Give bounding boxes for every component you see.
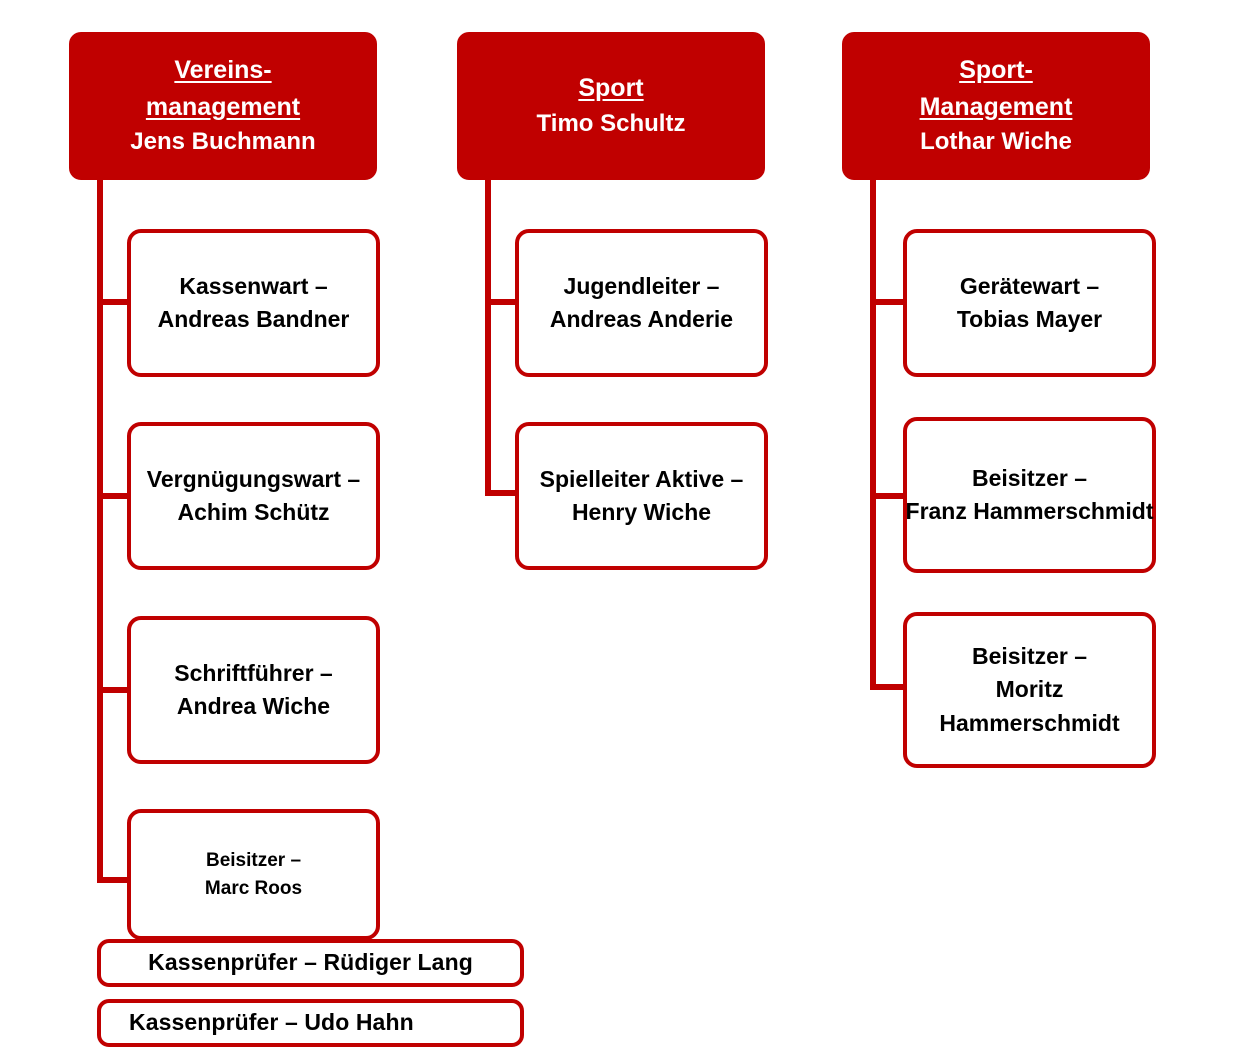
- node-line: Spielleiter Aktive –: [539, 465, 744, 492]
- connector-stub-vereinsmanagement-4: [97, 877, 129, 883]
- header-person: Jens Buchmann: [130, 127, 316, 155]
- node-line: Moritz: [995, 676, 1064, 703]
- header-title: Sport- Management: [919, 56, 1073, 121]
- connector-stub-sport-management-3: [870, 684, 905, 690]
- node-kassenpruefer-udo-hahn[interactable]: Kassenprüfer – Udo Hahn: [97, 999, 524, 1047]
- node-line: Beisitzer –: [205, 849, 302, 871]
- node-beisitzer-moritz-hammerschmidt[interactable]: Beisitzer – Moritz Hammerschmidt: [903, 612, 1156, 768]
- node-schriftfuehrer[interactable]: Schriftführer – Andrea Wiche: [127, 616, 380, 764]
- node-line: Marc Roos: [204, 877, 303, 899]
- node-line: Schriftführer –: [174, 659, 333, 686]
- node-line: Tobias Mayer: [956, 306, 1103, 332]
- connector-trunk-sport-management: [870, 180, 876, 690]
- node-line: Franz Hammerschmidt: [905, 498, 1154, 524]
- node-line: Gerätewart –: [959, 272, 1100, 299]
- node-kassenwart[interactable]: Kassenwart – Andreas Bandner: [127, 229, 380, 377]
- node-line: Kassenwart –: [179, 272, 328, 299]
- header-node-sport[interactable]: Sport Timo Schultz: [457, 32, 765, 180]
- header-person: Timo Schultz: [536, 109, 686, 137]
- header-title: Sport: [578, 74, 644, 103]
- node-beisitzer-franz-hammerschmidt[interactable]: Beisitzer – Franz Hammerschmidt: [903, 417, 1156, 573]
- node-beisitzer-marc-roos[interactable]: Beisitzer – Marc Roos: [127, 809, 380, 940]
- connector-stub-vereinsmanagement-1: [97, 299, 129, 305]
- node-line: Achim Schütz: [177, 499, 330, 525]
- node-geraetewart[interactable]: Gerätewart – Tobias Mayer: [903, 229, 1156, 377]
- connector-stub-vereinsmanagement-2: [97, 493, 129, 499]
- connector-stub-sport-1: [485, 299, 517, 305]
- connector-stub-sport-2: [485, 490, 517, 496]
- header-node-vereinsmanagement[interactable]: Vereins- management Jens Buchmann: [69, 32, 377, 180]
- connector-trunk-vereinsmanagement: [97, 180, 103, 883]
- node-line: Henry Wiche: [571, 499, 712, 525]
- header-title: Vereins- management: [145, 56, 301, 121]
- node-line: Andrea Wiche: [176, 693, 331, 719]
- node-line: Beisitzer –: [971, 464, 1088, 491]
- header-node-sport-management[interactable]: Sport- Management Lothar Wiche: [842, 32, 1150, 180]
- node-vergnuegungswart[interactable]: Vergnügungswart – Achim Schütz: [127, 422, 380, 570]
- connector-trunk-sport: [485, 180, 491, 496]
- connector-stub-sport-management-1: [870, 299, 905, 305]
- node-line: Hammerschmidt: [939, 709, 1120, 736]
- node-spielleiter-aktive[interactable]: Spielleiter Aktive – Henry Wiche: [515, 422, 768, 570]
- connector-stub-vereinsmanagement-3: [97, 687, 129, 693]
- node-line: Jugendleiter –: [563, 272, 720, 299]
- node-line: Beisitzer –: [971, 642, 1088, 669]
- node-jugendleiter[interactable]: Jugendleiter – Andreas Anderie: [515, 229, 768, 377]
- node-line: Vergnügungswart –: [146, 465, 361, 492]
- node-line: Kassenprüfer – Rüdiger Lang: [148, 949, 473, 976]
- header-person: Lothar Wiche: [920, 127, 1072, 155]
- node-line: Kassenprüfer – Udo Hahn: [129, 1009, 414, 1036]
- connector-stub-sport-management-2: [870, 493, 905, 499]
- node-line: Andreas Anderie: [549, 306, 734, 332]
- node-kassenpruefer-ruediger-lang[interactable]: Kassenprüfer – Rüdiger Lang: [97, 939, 524, 987]
- node-line: Andreas Bandner: [157, 306, 350, 332]
